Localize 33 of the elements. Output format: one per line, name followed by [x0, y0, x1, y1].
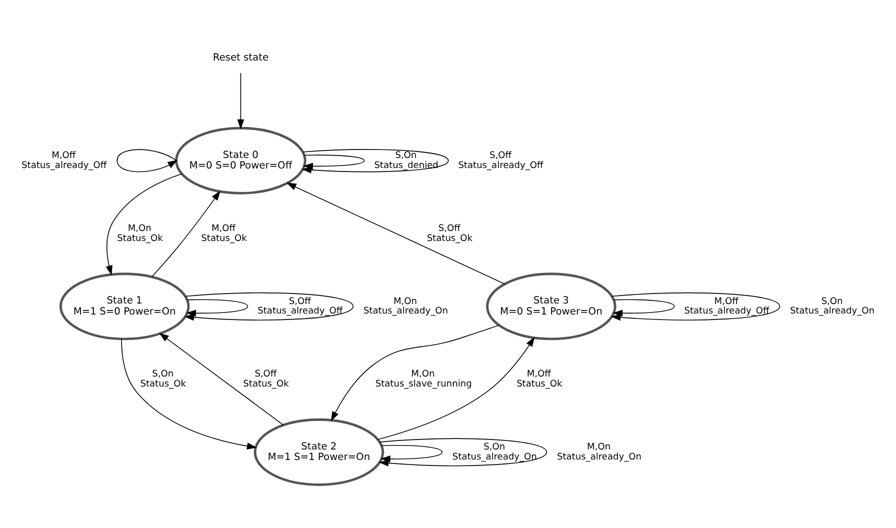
node-text: Reset state	[212, 52, 269, 64]
edge-label: M,On Status_slave_running	[375, 370, 472, 390]
edge-label: S,Off Status_already_Off	[258, 296, 343, 317]
edge-label: S,Off Status_Ok	[426, 224, 473, 244]
node-ellipse: State 0 M=0 S=0 Power=Off	[175, 126, 306, 194]
edge-label: M,Off Status_Ok	[201, 224, 247, 244]
arrow	[380, 444, 442, 462]
edge-label: M,Off Status_Ok	[516, 370, 562, 390]
arrow	[106, 173, 182, 276]
arrow	[184, 292, 354, 321]
arrow	[116, 149, 178, 172]
node-ellipse: State 3 M=0 S=1 Power=On	[486, 272, 616, 340]
arrow	[186, 299, 248, 317]
edge-label: S,On Status_Ok	[140, 370, 186, 390]
arrow	[237, 72, 244, 130]
arrow	[330, 324, 500, 422]
arrow	[378, 438, 548, 467]
edge-label: S,On Status_already_On	[452, 442, 537, 462]
edge-label: M,Off Status_already_Off	[22, 151, 107, 171]
edge-label: S,On Status_already_On	[790, 296, 875, 317]
edge-label: S,Off Status_already_Off	[458, 151, 544, 171]
node-ellipse: State 2 M=1 S=1 Power=On	[254, 418, 384, 486]
edge-label: M,Off Status_already_Off	[684, 296, 770, 317]
edge-label: S,Off Status_Ok	[243, 370, 289, 390]
edge-label: S,On Status_denied	[374, 151, 438, 171]
edge-label: M,On Status_Ok	[117, 224, 163, 244]
arrow	[121, 338, 257, 450]
edge-label: M,On Status_already_On	[363, 296, 448, 317]
edge-label: M,On Status_already_On	[556, 442, 642, 462]
arrow	[286, 182, 506, 284]
arrow	[159, 332, 284, 426]
arrow	[151, 190, 220, 278]
arrow	[377, 336, 535, 440]
